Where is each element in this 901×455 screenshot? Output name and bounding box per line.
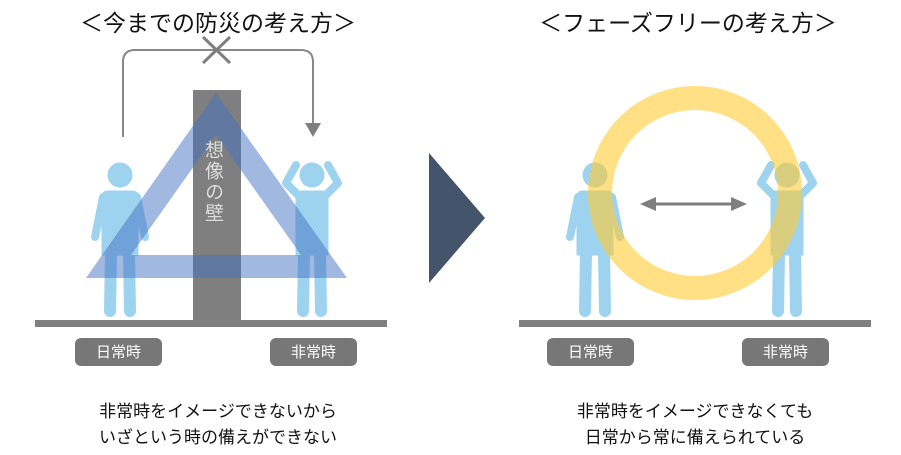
cross-icon	[201, 35, 232, 65]
left-label-normal: 日常時	[75, 338, 162, 366]
left-label-emergency: 非常時	[270, 338, 357, 366]
right-caption-line1: 非常時をイメージできなくても	[576, 402, 814, 422]
arrowhead-icon	[305, 123, 321, 137]
phase-free-ring	[588, 86, 802, 300]
right-label-normal: 日常時	[547, 338, 634, 366]
wall-label: 想像の壁	[202, 140, 224, 224]
ground-right	[519, 320, 871, 327]
chevron-right-icon	[429, 153, 485, 283]
ground-left	[35, 320, 387, 327]
left-title: ＜今までの防災の考え方＞	[80, 11, 356, 37]
right-caption-line2: 日常から常に備えられている	[584, 428, 806, 448]
left-caption-line1: 非常時をイメージできないから	[99, 402, 337, 422]
right-caption: 非常時をイメージできなくても 日常から常に備えられている	[577, 399, 813, 451]
left-caption-line2: いざという時の備えができない	[99, 428, 337, 448]
right-label-emergency: 非常時	[742, 338, 829, 366]
double-arrow-icon	[640, 197, 747, 211]
left-caption: 非常時をイメージできないから いざという時の備えができない	[99, 399, 337, 451]
right-title: ＜フェーズフリーの考え方＞	[539, 11, 837, 37]
warning-triangle	[86, 93, 347, 278]
